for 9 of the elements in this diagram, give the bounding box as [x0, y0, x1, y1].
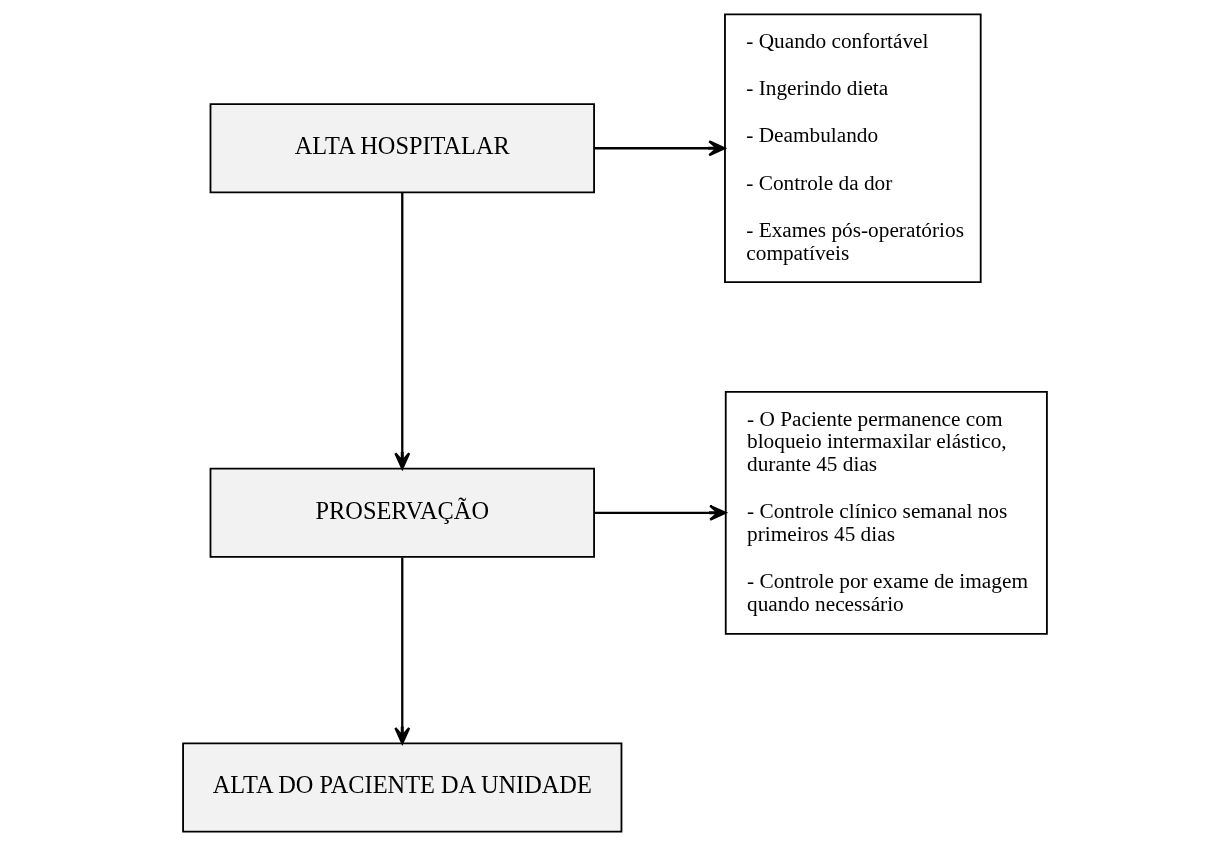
node-box: ALTA HOSPITALAR — [209, 103, 595, 194]
node-box: PROSERVAÇÃO — [209, 467, 595, 558]
arrow — [393, 192, 410, 470]
arrow — [593, 140, 726, 157]
arrow — [593, 504, 727, 521]
node-box: - O Paciente permanence com bloqueio intermaxilar elástico, durante 45 dias - Controle clínico semanal nos primeiros 45 dias - Controle por exame de imagem quando necessário — [724, 390, 1048, 635]
node-box: - Quando confortável - Ingerindo dieta - Deambulando - Controle da dor - Exames pós-operatórios compatíveis — [723, 13, 982, 284]
arrow — [393, 557, 410, 745]
node-box: ALTA DO PACIENTE DA UNIDADE — [181, 742, 622, 833]
